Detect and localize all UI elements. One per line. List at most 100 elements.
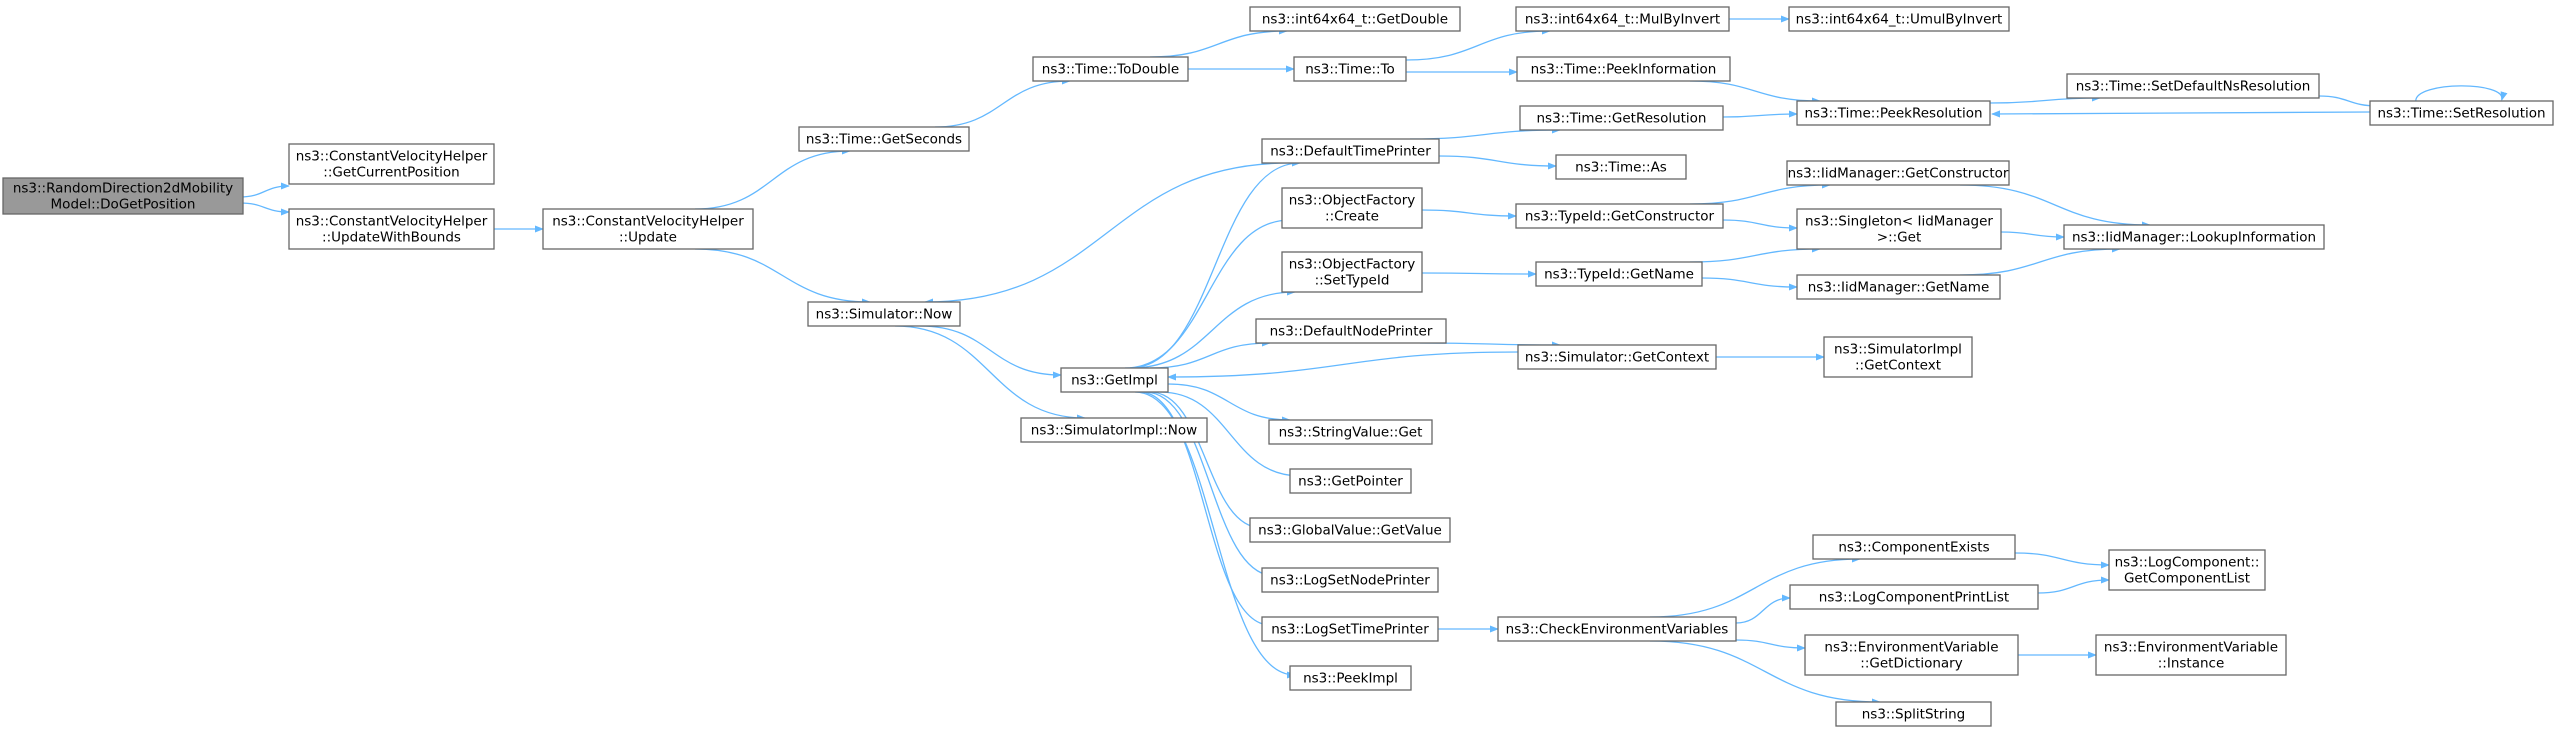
edge-lcpl-to-lc_gcl xyxy=(2037,576,2110,594)
node-singleton-iidmanager-get-label: >::Get xyxy=(1877,230,1921,246)
node-time-to[interactable]: ns3::Time::To xyxy=(1293,56,1407,82)
node-time-getseconds[interactable]: ns3::Time::GetSeconds xyxy=(798,126,970,152)
node-splitstring-label: ns3::SplitString xyxy=(1862,707,1966,723)
node-int64x64-mulbyinvert-label: ns3::int64x64_t::MulByInvert xyxy=(1525,12,1720,28)
node-time-setresolution[interactable]: ns3::Time::SetResolution xyxy=(2369,100,2554,126)
node-time-as[interactable]: ns3::Time::As xyxy=(1555,154,1687,180)
node-time-peekinformation-label: ns3::Time::PeekInformation xyxy=(1531,62,1717,78)
node-logcomponentprintlist[interactable]: ns3::LogComponentPrintList xyxy=(1789,584,2039,610)
node-time-todouble[interactable]: ns3::Time::ToDouble xyxy=(1032,56,1189,82)
node-environmentvariable-instance[interactable]: ns3::EnvironmentVariable::Instance xyxy=(2095,634,2287,676)
node-splitstring-box xyxy=(1835,701,1992,727)
edge-sim_gctx-to-getimpl xyxy=(1167,351,1519,381)
node-logsetnodeprinter[interactable]: ns3::LogSetNodePrinter xyxy=(1261,567,1439,593)
edge-root-to-cvh_uwb xyxy=(239,202,290,216)
node-simulator-now-box xyxy=(807,301,961,327)
node-time-setresolution-label: ns3::Time::SetResolution xyxy=(2377,106,2545,122)
node-typeid-getconstructor-box xyxy=(1515,203,1724,229)
node-constantvelocityhelper-getcurrentposition-box xyxy=(288,143,495,185)
node-iidmanager-getname-label: ns3::IidManager::GetName xyxy=(1808,280,1990,296)
edge-getimpl-to-of_create xyxy=(1124,216,1291,369)
node-int64x64-getdouble[interactable]: ns3::int64x64_t::GetDouble xyxy=(1249,6,1461,32)
node-componentexists-box xyxy=(1812,534,2016,560)
node-checkenvironmentvariables[interactable]: ns3::CheckEnvironmentVariables xyxy=(1497,616,1737,642)
node-simulatorimpl-now[interactable]: ns3::SimulatorImpl::Now xyxy=(1020,417,1208,443)
node-defaultnodeprinter[interactable]: ns3::DefaultNodePrinter xyxy=(1255,318,1447,344)
node-constantvelocityhelper-update-box xyxy=(542,208,754,250)
node-getimpl-label: ns3::GetImpl xyxy=(1071,373,1158,389)
node-splitstring[interactable]: ns3::SplitString xyxy=(1835,701,1992,727)
edge-getimpl-to-getptr xyxy=(1159,391,1301,480)
node-iidmanager-getname[interactable]: ns3::IidManager::GetName xyxy=(1796,274,2001,300)
node-logsettimeprinter[interactable]: ns3::LogSetTimePrinter xyxy=(1261,616,1439,642)
node-logcomponent-getcomponentlist[interactable]: ns3::LogComponent::GetComponentList xyxy=(2108,549,2266,591)
node-simulatorimpl-getcontext-box xyxy=(1823,336,1973,378)
node-time-peekresolution-label: ns3::Time::PeekResolution xyxy=(1804,106,1982,122)
node-randomdirection-dogetposition[interactable]: ns3::RandomDirection2dMobilityModel::DoG… xyxy=(2,177,244,215)
node-int64x64-umulbyinvert[interactable]: ns3::int64x64_t::UmulByInvert xyxy=(1788,6,2010,32)
node-peekimpl[interactable]: ns3::PeekImpl xyxy=(1289,665,1412,691)
edge-getimpl-to-peekimpl xyxy=(1134,391,1296,679)
node-logcomponent-getcomponentlist-label: ns3::LogComponent:: xyxy=(2115,555,2260,571)
node-typeid-getconstructor[interactable]: ns3::TypeId::GetConstructor xyxy=(1515,203,1724,229)
edge-t_td-to-i64_gd xyxy=(1149,27,1288,58)
node-peekimpl-box xyxy=(1289,665,1412,691)
node-getpointer[interactable]: ns3::GetPointer xyxy=(1289,468,1412,494)
node-time-setdefaultnsresolution[interactable]: ns3::Time::SetDefaultNsResolution xyxy=(2066,73,2320,99)
edge-getimpl-to-dnp xyxy=(1149,339,1271,369)
edge-iid_gc-to-iid_li xyxy=(1959,184,2151,229)
node-typeid-getname-box xyxy=(1535,261,1703,287)
node-constantvelocityhelper-updatewithbounds[interactable]: ns3::ConstantVelocityHelper::UpdateWithB… xyxy=(288,208,495,250)
node-time-getresolution[interactable]: ns3::Time::GetResolution xyxy=(1519,105,1724,131)
node-simulator-getcontext[interactable]: ns3::Simulator::GetContext xyxy=(1517,344,1717,370)
node-getimpl[interactable]: ns3::GetImpl xyxy=(1060,367,1169,393)
edge-getimpl-to-gv_gv xyxy=(1149,391,1263,532)
node-defaulttimeprinter-box xyxy=(1261,138,1440,164)
node-globalvalue-getvalue-label: ns3::GlobalValue::GetValue xyxy=(1258,523,1442,539)
node-time-to-box xyxy=(1293,56,1407,82)
node-objectfactory-create-label: ns3::ObjectFactory xyxy=(1289,193,1416,209)
node-singleton-iidmanager-get[interactable]: ns3::Singleton< IidManager>::Get xyxy=(1796,208,2002,250)
node-logsetnodeprinter-box xyxy=(1261,567,1439,593)
node-typeid-getname-label: ns3::TypeId::GetName xyxy=(1544,267,1694,283)
node-constantvelocityhelper-updatewithbounds-label: ns3::ConstantVelocityHelper xyxy=(296,214,488,230)
node-iidmanager-lookupinformation[interactable]: ns3::IidManager::LookupInformation xyxy=(2063,224,2325,250)
node-time-peekinformation[interactable]: ns3::Time::PeekInformation xyxy=(1516,56,1731,82)
node-constantvelocityhelper-update[interactable]: ns3::ConstantVelocityHelper::Update xyxy=(542,208,754,250)
node-time-getseconds-box xyxy=(798,126,970,152)
node-logsettimeprinter-box xyxy=(1261,616,1439,642)
node-logcomponentprintlist-label: ns3::LogComponentPrintList xyxy=(1819,590,2009,606)
node-iidmanager-getconstructor[interactable]: ns3::IidManager::GetConstructor xyxy=(1786,160,2010,186)
node-time-as-label: ns3::Time::As xyxy=(1575,160,1667,176)
node-typeid-getconstructor-label: ns3::TypeId::GetConstructor xyxy=(1525,209,1715,225)
node-constantvelocityhelper-updatewithbounds-box xyxy=(288,208,495,250)
node-globalvalue-getvalue[interactable]: ns3::GlobalValue::GetValue xyxy=(1249,517,1451,543)
node-objectfactory-create-label: ::Create xyxy=(1325,209,1379,225)
node-environmentvariable-getdictionary[interactable]: ns3::EnvironmentVariable::GetDictionary xyxy=(1804,634,2019,676)
node-time-setdefaultnsresolution-label: ns3::Time::SetDefaultNsResolution xyxy=(2076,79,2311,95)
node-logsettimeprinter-label: ns3::LogSetTimePrinter xyxy=(1271,622,1429,638)
node-defaulttimeprinter[interactable]: ns3::DefaultTimePrinter xyxy=(1261,138,1440,164)
node-objectfactory-settypeid[interactable]: ns3::ObjectFactory::SetTypeId xyxy=(1281,251,1423,293)
edge-iid_gn-to-iid_li xyxy=(1959,245,2121,276)
node-time-peekresolution[interactable]: ns3::Time::PeekResolution xyxy=(1796,100,1991,126)
node-int64x64-mulbyinvert[interactable]: ns3::int64x64_t::MulByInvert xyxy=(1515,6,1730,32)
edge-of_sti-to-tid_gn xyxy=(1421,270,1537,278)
node-objectfactory-create[interactable]: ns3::ObjectFactory::Create xyxy=(1281,187,1423,229)
edge-cev-to-lcpl xyxy=(1735,594,1791,624)
node-constantvelocityhelper-updatewithbounds-label: ::UpdateWithBounds xyxy=(322,230,461,246)
node-constantvelocityhelper-update-label: ns3::ConstantVelocityHelper xyxy=(552,214,744,230)
node-constantvelocityhelper-getcurrentposition[interactable]: ns3::ConstantVelocityHelper::GetCurrentP… xyxy=(288,143,495,185)
edge-dtp-to-t_gr xyxy=(1409,126,1561,140)
node-simulatorimpl-now-label: ns3::SimulatorImpl::Now xyxy=(1031,423,1197,439)
node-componentexists[interactable]: ns3::ComponentExists xyxy=(1812,534,2016,560)
node-typeid-getname[interactable]: ns3::TypeId::GetName xyxy=(1535,261,1703,287)
node-stringvalue-get[interactable]: ns3::StringValue::Get xyxy=(1268,419,1433,445)
node-singleton-iidmanager-get-label: ns3::Singleton< IidManager xyxy=(1805,214,1993,230)
node-time-getresolution-label: ns3::Time::GetResolution xyxy=(1536,111,1706,127)
node-simulatorimpl-getcontext[interactable]: ns3::SimulatorImpl::GetContext xyxy=(1823,336,1973,378)
node-environmentvariable-instance-label: ns3::EnvironmentVariable xyxy=(2104,640,2278,656)
node-environmentvariable-getdictionary-label: ns3::EnvironmentVariable xyxy=(1824,640,1998,656)
node-simulator-now[interactable]: ns3::Simulator::Now xyxy=(807,301,961,327)
